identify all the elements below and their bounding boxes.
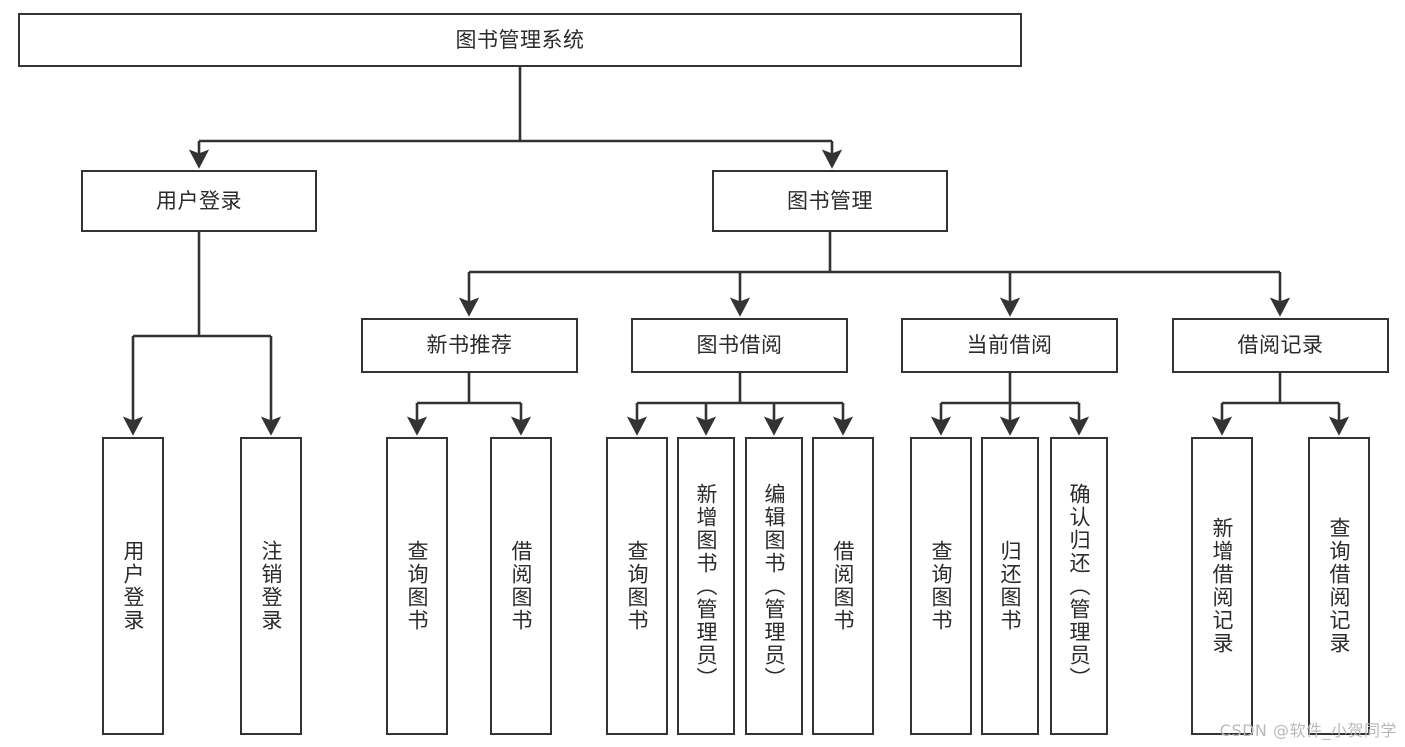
leaf-add-borrow-record[interactable]: 新增借阅记录 — [1191, 437, 1253, 735]
leaf-edit-book-admin[interactable]: 编辑图书（管理员） — [745, 437, 803, 735]
node-root-book-management-system[interactable]: 图书管理系统 — [18, 13, 1022, 67]
node-current-borrow[interactable]: 当前借阅 — [901, 318, 1118, 373]
node-label: 确认归还（管理员） — [1067, 482, 1092, 690]
node-label: 当前借阅 — [966, 333, 1053, 358]
node-label: 新增图书（管理员） — [694, 482, 719, 690]
leaf-logout-login[interactable]: 注销登录 — [240, 437, 302, 735]
node-label: 借阅记录 — [1237, 333, 1324, 358]
node-label: 编辑图书（管理员） — [762, 482, 787, 690]
node-borrow-record[interactable]: 借阅记录 — [1172, 318, 1389, 373]
leaf-borrow-book-recommend[interactable]: 借阅图书 — [490, 437, 552, 735]
node-label: 归还图书 — [998, 540, 1023, 632]
leaf-query-book-current[interactable]: 查询图书 — [910, 437, 972, 735]
node-label: 用户登录 — [121, 540, 146, 632]
leaf-query-book-recommend[interactable]: 查询图书 — [386, 437, 448, 735]
node-label: 查询借阅记录 — [1327, 517, 1352, 655]
node-label: 新增借阅记录 — [1210, 517, 1235, 655]
node-new-book-recommend[interactable]: 新书推荐 — [361, 318, 578, 373]
node-book-management[interactable]: 图书管理 — [712, 170, 948, 232]
node-book-borrow[interactable]: 图书借阅 — [631, 318, 848, 373]
leaf-return-book[interactable]: 归还图书 — [981, 437, 1039, 735]
node-label: 用户登录 — [156, 188, 242, 213]
leaf-query-borrow-record[interactable]: 查询借阅记录 — [1308, 437, 1370, 735]
node-user-login[interactable]: 用户登录 — [81, 170, 317, 232]
node-label: 借阅图书 — [831, 540, 856, 632]
leaf-confirm-return-admin[interactable]: 确认归还（管理员） — [1050, 437, 1108, 735]
node-label: 注销登录 — [259, 540, 284, 632]
node-label: 查询图书 — [625, 540, 650, 632]
node-label: 查询图书 — [405, 540, 430, 632]
node-label: 新书推荐 — [426, 333, 513, 358]
node-label: 查询图书 — [929, 540, 954, 632]
node-label: 图书借阅 — [696, 333, 783, 358]
node-label: 借阅图书 — [509, 540, 534, 632]
leaf-borrow-book-borrow[interactable]: 借阅图书 — [812, 437, 874, 735]
leaf-query-book-borrow[interactable]: 查询图书 — [606, 437, 668, 735]
leaf-add-book-admin[interactable]: 新增图书（管理员） — [677, 437, 735, 735]
leaf-user-login[interactable]: 用户登录 — [102, 437, 164, 735]
node-label: 图书管理系统 — [455, 27, 585, 52]
node-label: 图书管理 — [787, 188, 873, 213]
